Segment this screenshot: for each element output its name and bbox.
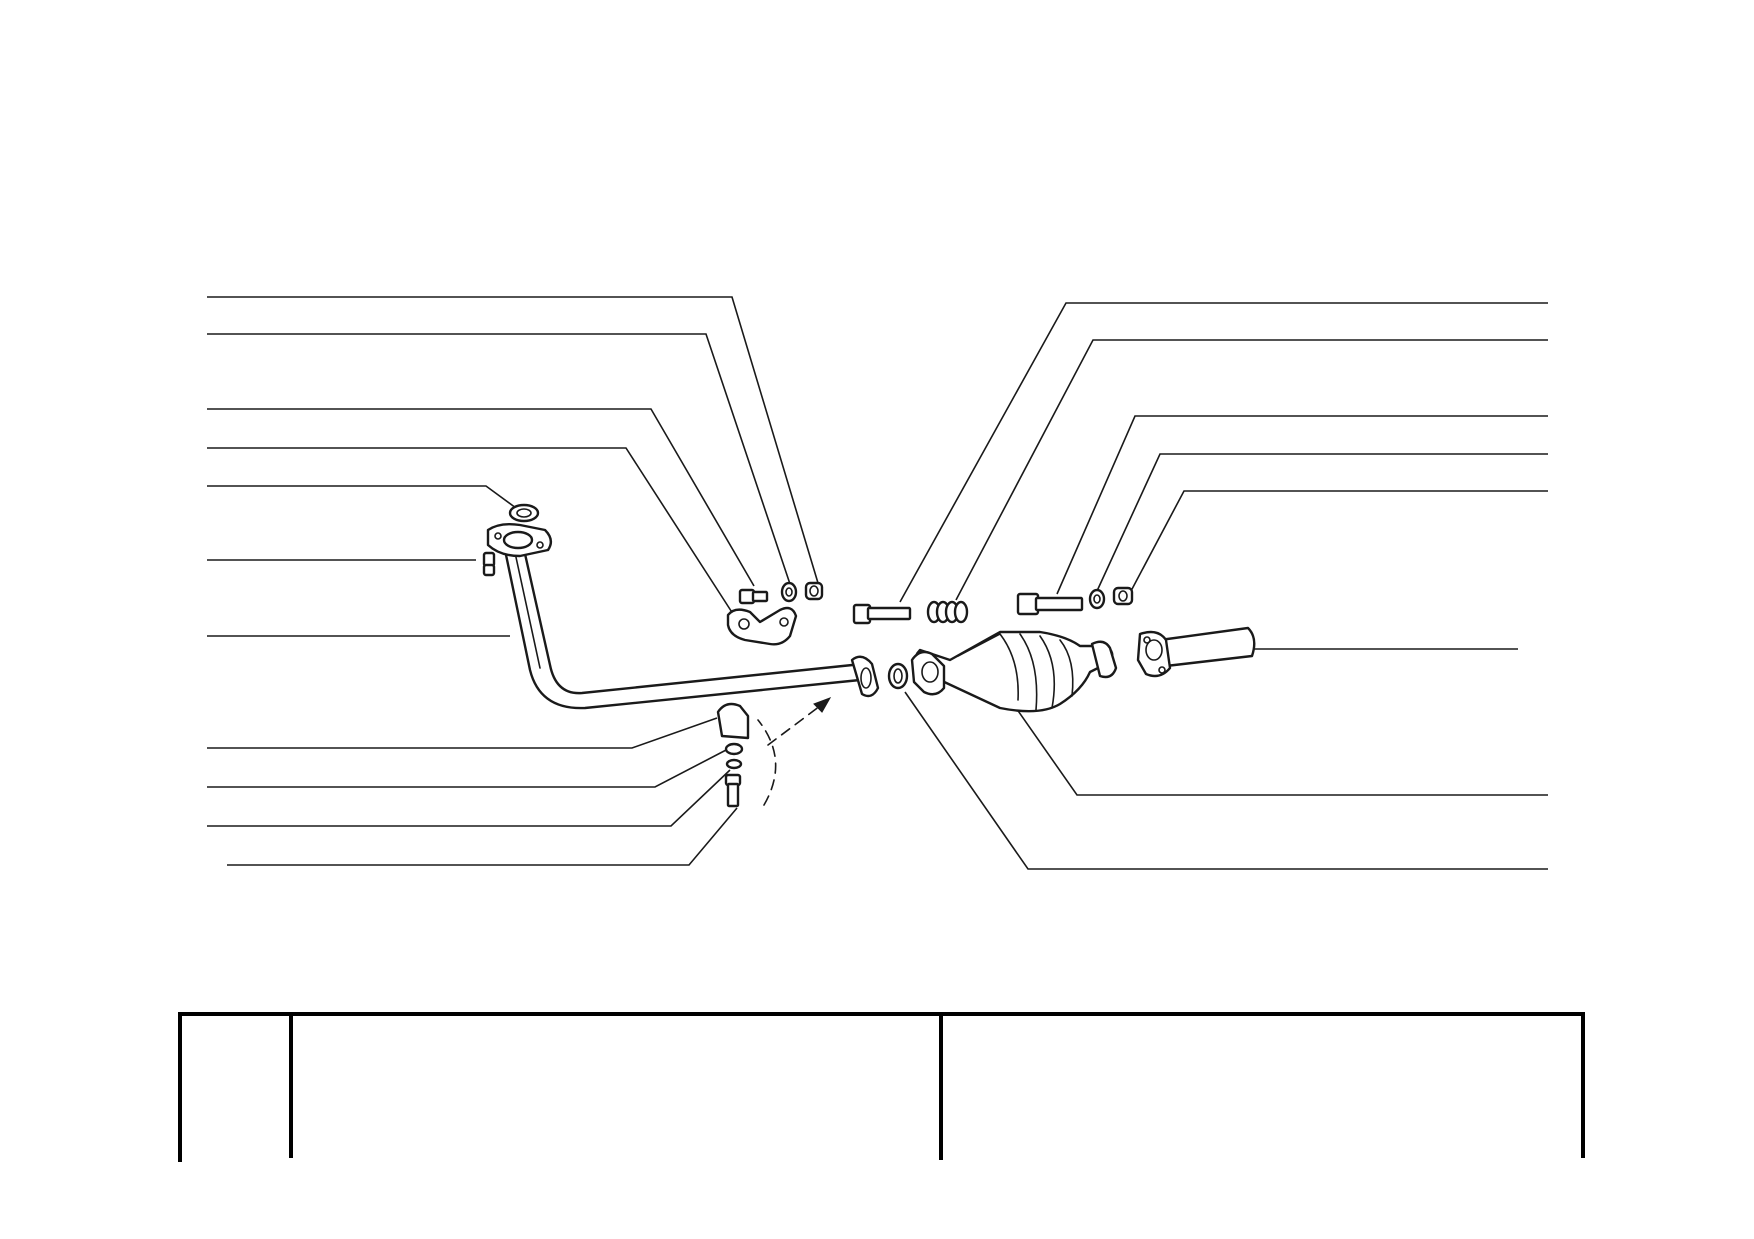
nut-right	[1112, 586, 1134, 606]
long-bolt	[1016, 592, 1084, 616]
right-leader-lines	[899, 302, 1548, 870]
stud-bolt	[852, 603, 912, 625]
left-leader-lines	[207, 296, 819, 866]
coil-spring	[926, 600, 969, 624]
flange-stud	[482, 551, 496, 577]
clamp-bolt	[724, 773, 742, 808]
front-exhaust-pipe	[503, 543, 864, 710]
leader-line-8	[207, 717, 718, 749]
assembly-arrow	[757, 697, 832, 806]
leader-line-9	[207, 748, 729, 788]
title-block	[178, 1012, 1585, 1162]
leader-line-5	[207, 485, 517, 509]
support-bracket	[726, 606, 798, 646]
leader-line-15	[1096, 453, 1548, 592]
leader-line-4	[207, 447, 736, 618]
sealing-ring	[887, 662, 909, 690]
clamp-spring-washer	[725, 758, 743, 770]
washer-right	[1088, 588, 1106, 610]
clamp-washer	[724, 742, 744, 756]
bolt-left	[738, 588, 769, 605]
leader-line-12	[899, 302, 1548, 603]
leader-line-1	[207, 296, 819, 584]
manifold-gasket	[508, 503, 540, 523]
manifold-flange	[486, 522, 553, 558]
nut-left	[804, 581, 824, 601]
leader-line-11	[227, 807, 738, 866]
leader-line-13	[955, 339, 1548, 601]
leader-line-14	[1056, 415, 1548, 595]
leader-line-18	[1013, 704, 1548, 796]
leader-line-19	[904, 691, 1548, 870]
pipe-outlet-flange	[850, 655, 880, 698]
title-block-border	[178, 1012, 1585, 1162]
leader-line-10	[207, 769, 731, 827]
intermediate-pipe	[1136, 626, 1256, 678]
pipe-clamp	[716, 702, 750, 740]
washer-left	[780, 581, 798, 603]
leader-line-2	[207, 333, 791, 585]
catalytic-converter	[910, 630, 1118, 713]
leader-line-16	[1130, 490, 1548, 592]
leader-line-3	[207, 408, 755, 587]
